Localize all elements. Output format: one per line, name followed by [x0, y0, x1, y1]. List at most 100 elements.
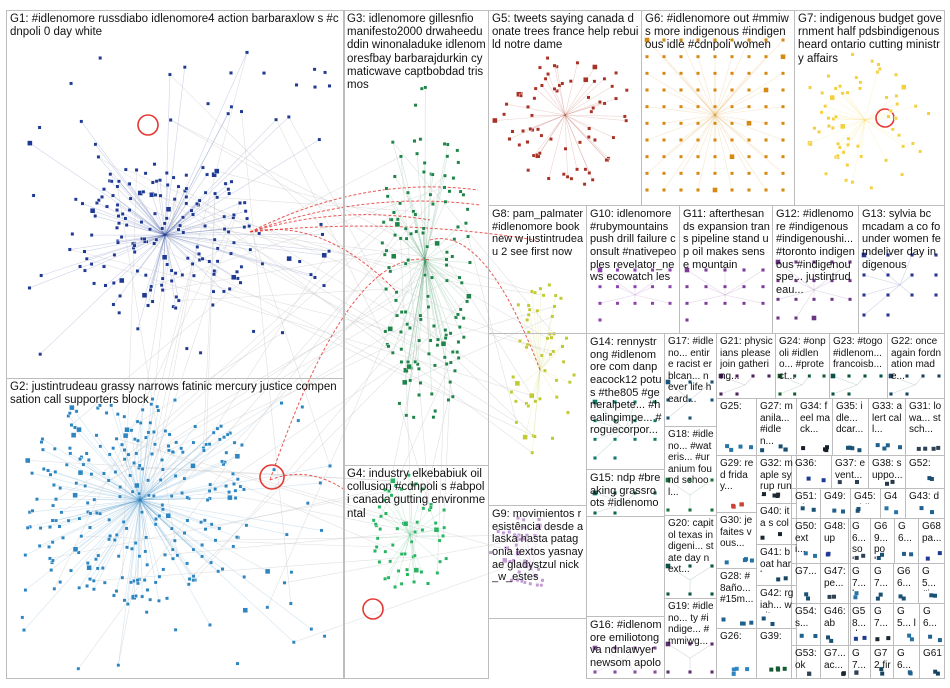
node[interactable]: [730, 138, 734, 142]
node[interactable]: [163, 552, 167, 557]
node[interactable]: [563, 146, 568, 151]
node[interactable]: [89, 233, 94, 237]
node[interactable]: [384, 186, 389, 191]
node[interactable]: [665, 563, 671, 569]
node[interactable]: [696, 104, 700, 109]
node[interactable]: [388, 559, 393, 564]
node[interactable]: [88, 511, 93, 516]
node[interactable]: [729, 153, 735, 160]
node[interactable]: [850, 52, 855, 57]
node[interactable]: [128, 196, 133, 201]
node[interactable]: [679, 104, 683, 109]
node[interactable]: [875, 637, 880, 642]
node[interactable]: [284, 532, 289, 537]
node[interactable]: [704, 301, 708, 306]
node[interactable]: [668, 284, 672, 289]
node[interactable]: [764, 138, 768, 142]
node[interactable]: [515, 578, 520, 583]
node[interactable]: [514, 420, 519, 425]
node[interactable]: [492, 117, 498, 124]
node[interactable]: [406, 473, 411, 478]
node[interactable]: [76, 550, 81, 555]
node[interactable]: [76, 666, 81, 671]
node[interactable]: [53, 470, 58, 474]
node[interactable]: [214, 168, 220, 174]
node[interactable]: [155, 404, 160, 409]
node[interactable]: [220, 459, 224, 464]
node[interactable]: [418, 137, 423, 142]
node[interactable]: [448, 380, 453, 384]
node[interactable]: [713, 71, 717, 76]
node[interactable]: [385, 194, 390, 199]
node[interactable]: [291, 640, 296, 645]
node[interactable]: [880, 671, 885, 676]
node[interactable]: [115, 208, 120, 212]
node[interactable]: [405, 567, 409, 572]
node[interactable]: [777, 373, 783, 379]
node[interactable]: [730, 171, 734, 176]
node[interactable]: [539, 133, 544, 138]
node[interactable]: [92, 281, 97, 286]
node[interactable]: [841, 671, 846, 676]
node[interactable]: [116, 179, 121, 184]
node[interactable]: [89, 472, 94, 477]
node[interactable]: [140, 467, 145, 471]
node[interactable]: [417, 366, 421, 371]
node[interactable]: [679, 121, 683, 126]
node[interactable]: [845, 163, 850, 167]
node[interactable]: [150, 299, 155, 304]
node[interactable]: [761, 301, 765, 306]
node[interactable]: [150, 180, 155, 185]
node[interactable]: [67, 411, 72, 416]
node[interactable]: [781, 138, 785, 142]
node[interactable]: [172, 398, 177, 402]
node[interactable]: [826, 635, 830, 640]
node[interactable]: [650, 301, 655, 306]
node[interactable]: [862, 313, 866, 317]
node[interactable]: [552, 304, 557, 309]
node[interactable]: [166, 448, 171, 453]
node[interactable]: [504, 102, 509, 107]
node[interactable]: [792, 392, 797, 396]
node[interactable]: [161, 567, 166, 572]
node[interactable]: [794, 297, 798, 302]
node[interactable]: [538, 65, 542, 70]
node[interactable]: [89, 262, 94, 266]
node[interactable]: [409, 539, 414, 544]
node[interactable]: [431, 415, 436, 420]
node[interactable]: [124, 526, 129, 531]
node[interactable]: [465, 207, 470, 212]
node[interactable]: [160, 467, 165, 472]
node[interactable]: [126, 452, 131, 457]
node[interactable]: [382, 252, 387, 257]
node[interactable]: [548, 332, 552, 336]
node[interactable]: [414, 481, 418, 486]
node[interactable]: [161, 254, 168, 261]
node[interactable]: [696, 171, 700, 176]
node[interactable]: [533, 574, 538, 579]
node[interactable]: [861, 553, 866, 558]
node[interactable]: [169, 268, 174, 273]
node[interactable]: [380, 240, 385, 245]
node[interactable]: [201, 448, 206, 453]
node[interactable]: [197, 198, 202, 203]
node[interactable]: [433, 409, 438, 413]
node[interactable]: [781, 71, 785, 76]
node[interactable]: [384, 511, 388, 516]
node[interactable]: [450, 350, 455, 354]
node[interactable]: [696, 138, 700, 142]
node[interactable]: [176, 184, 181, 189]
node[interactable]: [549, 335, 554, 340]
node[interactable]: [22, 628, 26, 633]
node[interactable]: [242, 607, 249, 613]
node[interactable]: [145, 588, 150, 592]
node[interactable]: [826, 116, 831, 121]
node[interactable]: [154, 179, 159, 184]
node[interactable]: [209, 522, 214, 527]
node[interactable]: [764, 121, 768, 126]
node[interactable]: [525, 318, 530, 322]
node[interactable]: [830, 260, 834, 264]
node[interactable]: [613, 670, 617, 674]
node[interactable]: [747, 38, 751, 42]
node[interactable]: [806, 596, 810, 601]
